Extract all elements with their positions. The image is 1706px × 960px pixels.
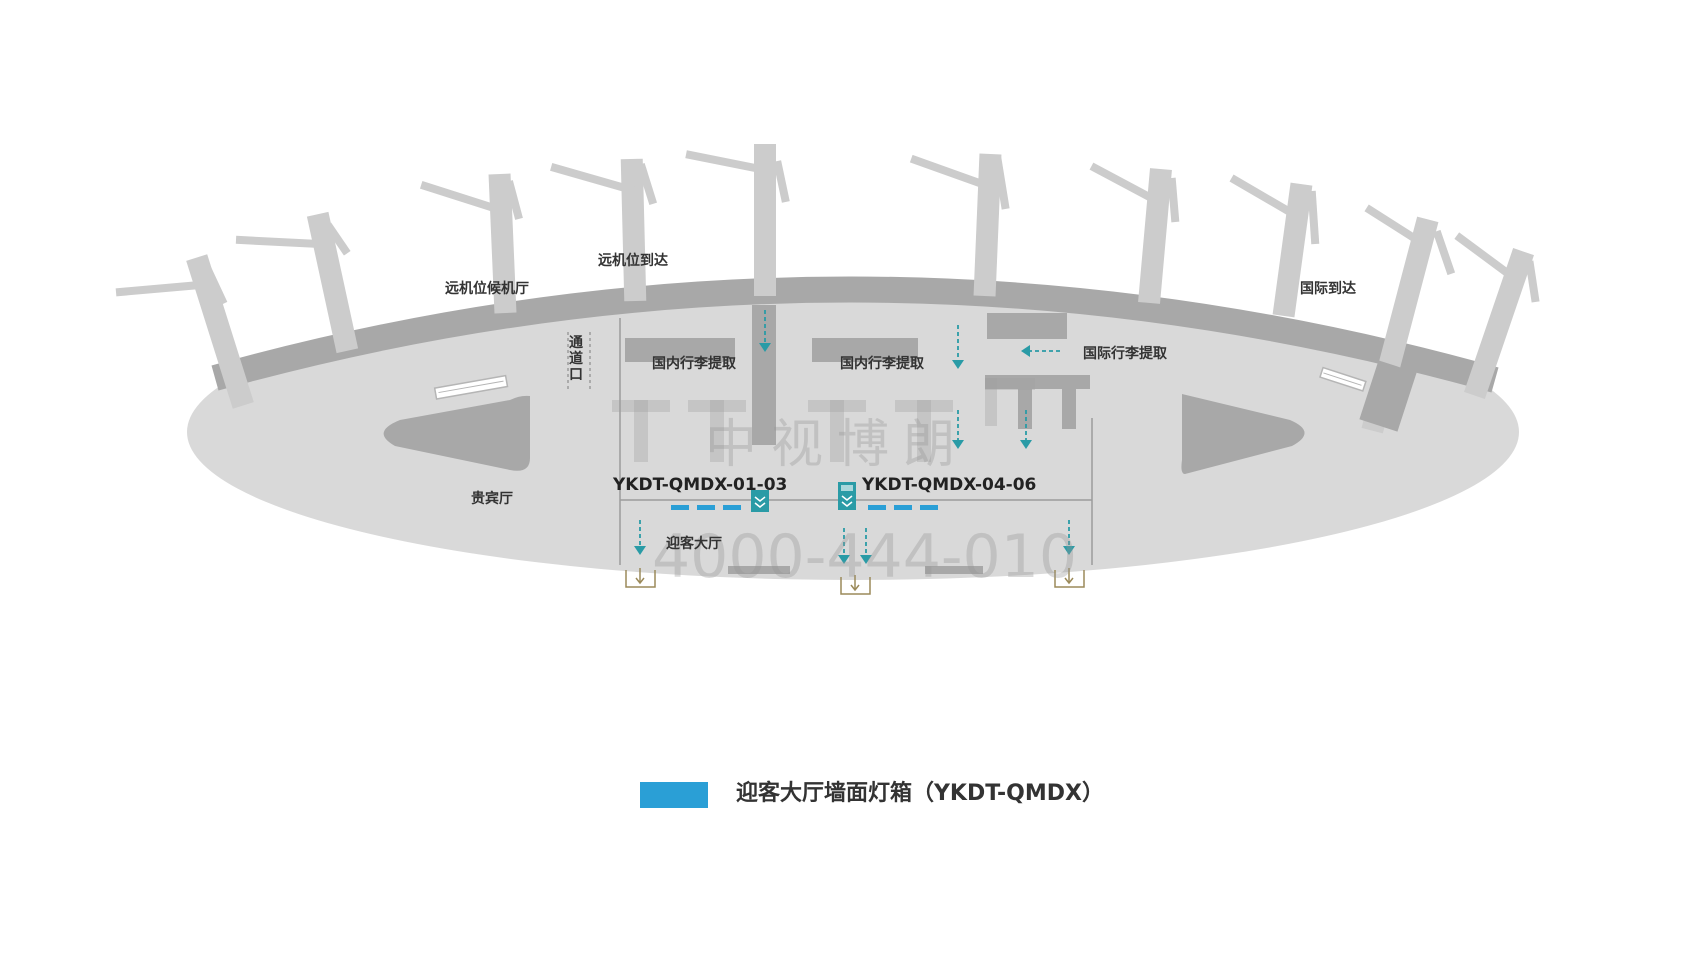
jet-bridge [419, 173, 523, 314]
flow-arrows [639, 310, 1070, 557]
label-intl-arrival: 国际到达 [1300, 281, 1356, 297]
baggage-belt [625, 338, 735, 362]
jet-bridge [909, 153, 1010, 297]
lightbox-markers-right [868, 505, 938, 510]
watermark-logo [612, 378, 1035, 462]
jet-bridge [235, 211, 359, 354]
jet-bridge [1089, 162, 1180, 304]
legend-label: 迎客大厅墙面灯箱（YKDT-QMDX） [736, 781, 1104, 806]
legend-swatch [640, 782, 708, 808]
watermark-name: 中视博朗 [705, 415, 970, 475]
jet-bridges [115, 144, 1540, 434]
baggage-belt [985, 375, 1090, 429]
escalator-down-icon [838, 482, 856, 510]
label-remote-waiting: 远机位候机厅 [445, 281, 529, 297]
jet-bridge [685, 144, 790, 296]
exit-door-icon [625, 568, 656, 588]
baggage-belt [812, 338, 918, 362]
escalator-ribbon [1319, 366, 1367, 392]
label-greeting-hall: 迎客大厅 [666, 536, 722, 552]
lightbox-code-right: YKDT-QMDX-04-06 [862, 475, 1037, 495]
east-island [1181, 394, 1305, 474]
escalator-ribbon [433, 374, 509, 400]
watermark-phone: 4000-444-010 [652, 522, 1078, 592]
terminal-body [187, 284, 1519, 580]
counter [925, 566, 983, 574]
escalator-down-icon [751, 490, 769, 512]
baggage-belt [987, 313, 1067, 339]
exit-door-icon [840, 575, 871, 595]
flow-arrowheads [634, 343, 1075, 564]
label-intl-baggage: 国际行李提取 [1083, 346, 1167, 362]
jet-bridge [115, 254, 254, 409]
lightbox-code-left: YKDT-QMDX-01-03 [613, 475, 788, 495]
label-domestic-baggage-1: 国内行李提取 [652, 356, 736, 372]
jet-bridge [550, 158, 658, 302]
lightbox-markers-left [671, 505, 741, 510]
pier-stub [1359, 360, 1417, 432]
pier-stub [752, 305, 776, 445]
vip-island [383, 395, 530, 471]
label-vip-lounge: 贵宾厅 [471, 491, 513, 507]
label-passage: 通道口 [569, 335, 583, 383]
label-domestic-baggage-2: 国内行李提取 [840, 356, 924, 372]
jet-bridge [1229, 174, 1320, 318]
jet-bridge [1454, 232, 1540, 399]
exit-door-icon [1054, 568, 1085, 588]
label-remote-arrival: 远机位到达 [598, 253, 668, 269]
terminal-upper-band [211, 276, 1499, 393]
counter [728, 566, 790, 574]
